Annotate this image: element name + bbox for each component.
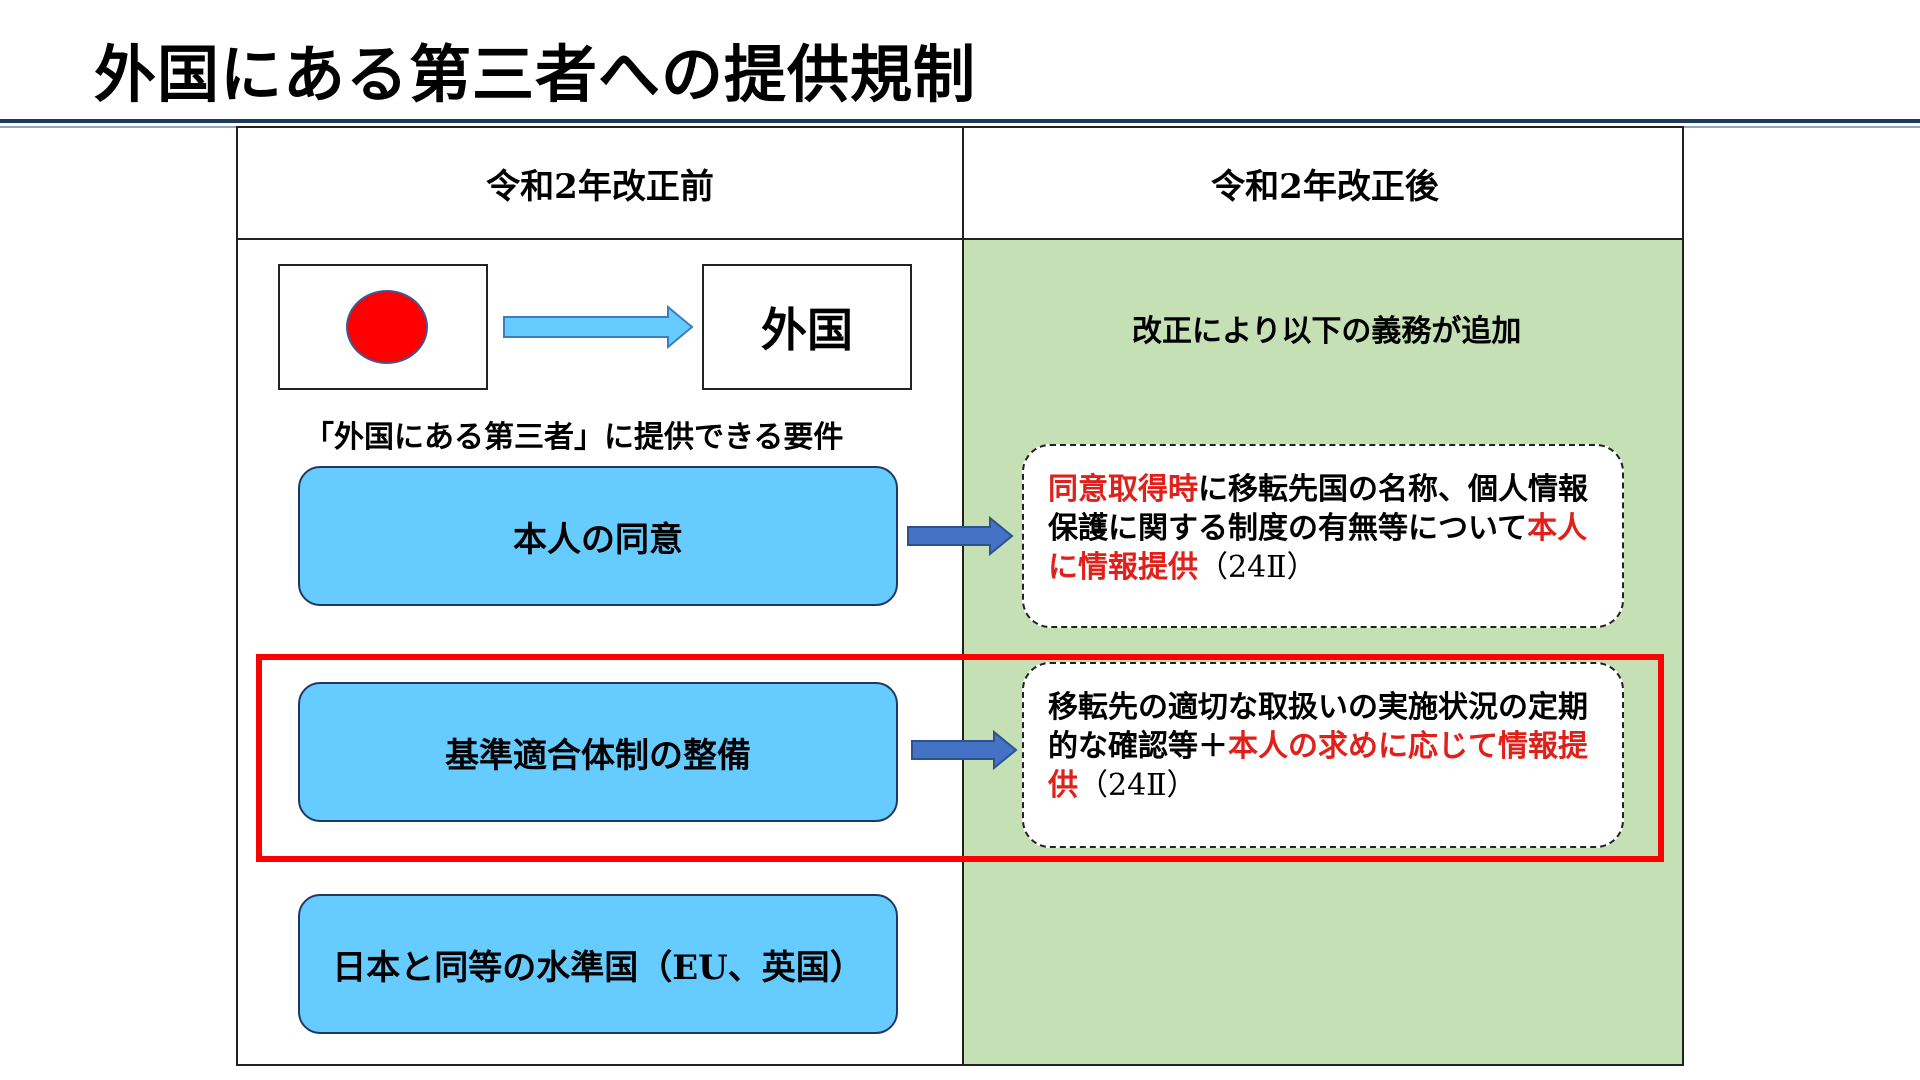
- note-citation: （24Ⅱ）: [1198, 550, 1317, 585]
- header-divider: [238, 238, 1682, 240]
- requirement-system: 基準適合体制の整備: [298, 682, 898, 822]
- note-citation: （24Ⅱ）: [1078, 768, 1197, 803]
- requirements-label: 「外国にある第三者」に提供できる要件: [304, 420, 844, 455]
- arrow-right-icon: [911, 730, 1018, 770]
- added-obligations-label: 改正により以下の義務が追加: [1132, 314, 1522, 349]
- arrow-right-icon: [907, 516, 1014, 556]
- note-text: 移転先の適切な取扱いの実施状況の定期的な確認等＋: [1048, 690, 1588, 764]
- obligation-note-consent: 同意取得時に移転先国の名称、個人情報保護に関する制度の有無等について本人に情報提…: [1022, 444, 1624, 628]
- flag-sun: [346, 290, 428, 364]
- requirement-consent: 本人の同意: [298, 466, 898, 606]
- title-underline: [0, 119, 1920, 123]
- after-column-background: [964, 240, 1682, 1064]
- foreign-country-box: 外国: [702, 264, 912, 390]
- japan-flag-icon: [278, 264, 488, 390]
- transfer-arrow-icon: [503, 304, 694, 350]
- column-divider: [962, 128, 964, 1064]
- note-emphasis: 本人の求めに応じて情報提供: [1048, 729, 1588, 803]
- header-after: 令和2年改正後: [1211, 166, 1439, 207]
- note-text: に移転先国の名称、個人情報保護に関する制度の有無等について: [1048, 472, 1588, 546]
- comparison-table: 令和2年改正前 令和2年改正後: [236, 126, 1684, 1066]
- note-emphasis: 本人に情報提供: [1048, 511, 1588, 585]
- note-emphasis: 同意取得時: [1048, 472, 1198, 507]
- obligation-note-system: 移転先の適切な取扱いの実施状況の定期的な確認等＋本人の求めに応じて情報提供（24…: [1022, 662, 1624, 848]
- requirement-equivalent-country: 日本と同等の水準国（EU、英国）: [298, 894, 898, 1034]
- highlight-frame: [256, 654, 1664, 862]
- page-title: 外国にある第三者への提供規制: [94, 38, 977, 111]
- header-before: 令和2年改正前: [486, 166, 714, 207]
